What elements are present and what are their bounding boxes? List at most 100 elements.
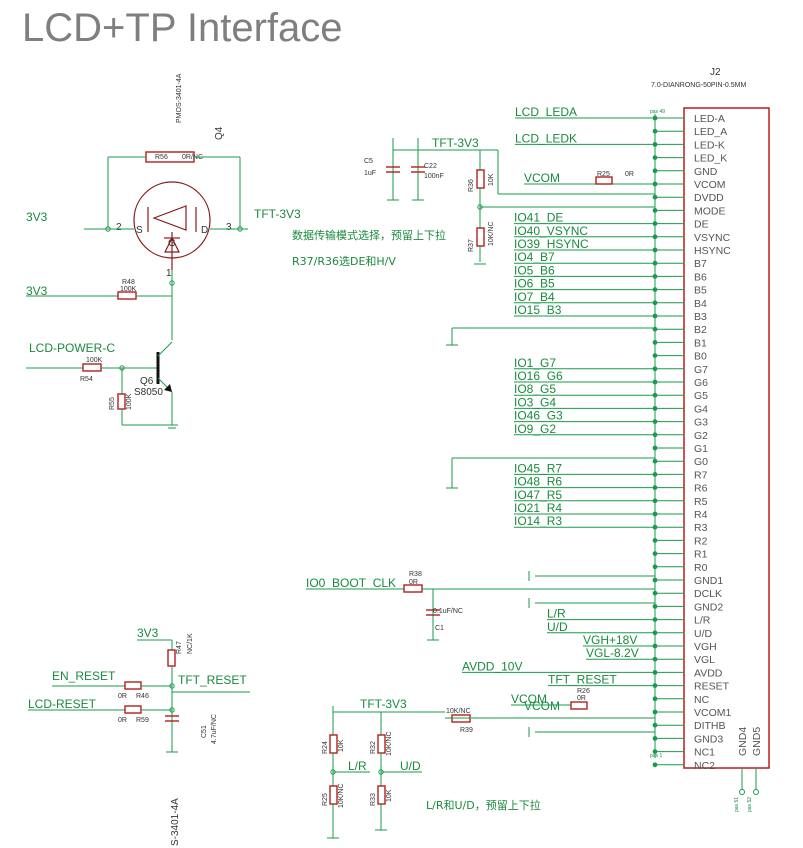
connector-pin-21: G6 — [694, 377, 708, 389]
r46-ref: R46 — [136, 693, 149, 700]
connector-pin-23: G4 — [694, 403, 708, 415]
connector-ref: J2 — [710, 67, 721, 78]
connector-pin-6: VCOM — [694, 179, 726, 191]
r48-ref: R48 — [122, 279, 135, 286]
connector-pin-30: R5 — [694, 496, 708, 508]
r37-resistor — [476, 227, 485, 247]
connector-pin-17: B2 — [694, 324, 707, 336]
r55-resistor — [117, 393, 126, 410]
connector-pad-bottom: pas 1 — [650, 753, 662, 759]
net-label-5: IO39_HSYNC — [514, 237, 589, 251]
r32-ref: R32 — [370, 741, 377, 754]
connector-pin-50: NC2 — [694, 760, 715, 772]
net-label-22: L/R — [547, 607, 566, 621]
r36-ref: R36 — [468, 179, 475, 192]
q4-ref: Q4 — [214, 126, 225, 140]
r54-value: 100K — [86, 357, 103, 364]
connector-pin-45: NC — [694, 694, 710, 706]
r33-resistor — [377, 785, 386, 805]
r32-resistor — [377, 734, 386, 754]
connector-pin-gnd5: GND5 — [751, 727, 763, 756]
r46-resistor — [124, 681, 142, 690]
connector-pin-39: L/R — [694, 615, 711, 627]
net-3v3-reset: 3V3 — [137, 626, 159, 640]
q4-pin-g: G — [168, 238, 176, 249]
connector-pin-gnd4: GND4 — [737, 727, 749, 756]
r38-ref: R38 — [409, 571, 422, 578]
connector-pin-9: DE — [694, 219, 709, 231]
net-label-16: IO9_G2 — [514, 422, 556, 436]
r48-resistor — [117, 291, 137, 300]
connector-pin-36: GND1 — [694, 575, 723, 587]
connector-pin-47: DITHB — [694, 720, 726, 732]
note-mode-select: 数据传输模式选择，预留上下拉 — [292, 228, 446, 242]
connector-pin-31: R4 — [694, 509, 708, 521]
q6-ref: Q6 — [140, 376, 154, 387]
r38-value: 0R — [409, 579, 418, 586]
net-label-27: TFT_RESET — [548, 673, 617, 687]
c22-ref: C22 — [424, 163, 437, 170]
note-lr-ud: L/R和U/D，预留上下拉 — [426, 798, 541, 812]
connector-pin-5: GND — [694, 166, 718, 178]
net-label-7: IO5_B6 — [514, 263, 555, 277]
net-label-23: U/D — [547, 620, 568, 634]
connector-pin-16: B3 — [694, 311, 707, 323]
connector-pin-4: LED_K — [694, 153, 727, 165]
net-lcd-reset: LCD-RESET — [28, 697, 97, 711]
r48-value: 100K — [120, 286, 137, 293]
r25b-resistor — [329, 785, 338, 805]
connector-pin-15: B4 — [694, 298, 707, 310]
r32-value: 10K/NC — [386, 731, 393, 756]
connector-pin-44: RESET — [694, 681, 730, 693]
connector-pin-38: GND2 — [694, 601, 723, 613]
r25-resistor — [595, 176, 613, 185]
c51-value: 4.7uF/NC — [211, 714, 218, 744]
net-label-0: LCD_LEDA — [515, 105, 577, 119]
r26-value: 0R — [577, 695, 586, 702]
connector-pin-42: VGL — [694, 654, 715, 666]
connector-pin-29: R6 — [694, 483, 708, 495]
r24-ref: R24 — [322, 741, 329, 754]
net-lr-bottom: L/R — [348, 759, 367, 773]
net-tft-reset-left: TFT_RESET — [178, 673, 247, 687]
q6-value: S8050 — [134, 387, 163, 398]
r37-value: 10K/NC — [488, 221, 495, 246]
r59-value: 0R — [118, 717, 127, 724]
connector-pad-gnd52: pas 52 — [747, 797, 753, 812]
r37-ref: R37 — [468, 239, 475, 252]
q4-num-2: 2 — [116, 222, 122, 233]
net-label-17: IO45_R7 — [514, 461, 562, 475]
net-label-19: IO47_R5 — [514, 488, 562, 502]
net-label-2: VCOM — [524, 171, 560, 185]
connector-pin-12: B7 — [694, 258, 707, 270]
r46-value: 0R — [118, 693, 127, 700]
connector-body — [683, 107, 770, 769]
connector-pin-34: R1 — [694, 549, 708, 561]
r24-resistor — [329, 734, 338, 754]
q4-num-3: 3 — [226, 222, 232, 233]
connector-pin-25: G2 — [694, 430, 708, 442]
net-label-24: VGH+18V — [583, 633, 637, 647]
connector-pin-10: VSYNC — [694, 232, 731, 244]
connector-pin-22: G5 — [694, 390, 708, 402]
r47-value: NC/1K — [187, 633, 194, 654]
net-label-3: IO41_DE — [514, 211, 563, 225]
connector-pin-8: MODE — [694, 205, 726, 217]
net-3v3-q4: 3V3 — [26, 210, 48, 224]
connector-pin-3: LED-K — [694, 139, 725, 151]
net-ud-bottom: U/D — [400, 759, 421, 773]
r56-ref: R56 — [155, 154, 168, 161]
r33-ref: R33 — [370, 793, 377, 806]
net-label-14: IO3_G4 — [514, 395, 556, 409]
r26-resistor — [570, 701, 588, 710]
r25-ref: R25 — [597, 171, 610, 178]
connector-pad-gnd51: pas 51 — [734, 797, 740, 812]
net-label-9: IO7_B4 — [514, 290, 555, 304]
net-label-10: IO15_B3 — [514, 303, 562, 317]
bottom-part-label: S-3401-4A — [170, 798, 181, 846]
r59-ref: R59 — [136, 717, 149, 724]
r56-value: 0R/NC — [182, 154, 203, 161]
c5-ref: C5 — [364, 158, 373, 165]
connector-pin-33: R2 — [694, 535, 708, 547]
